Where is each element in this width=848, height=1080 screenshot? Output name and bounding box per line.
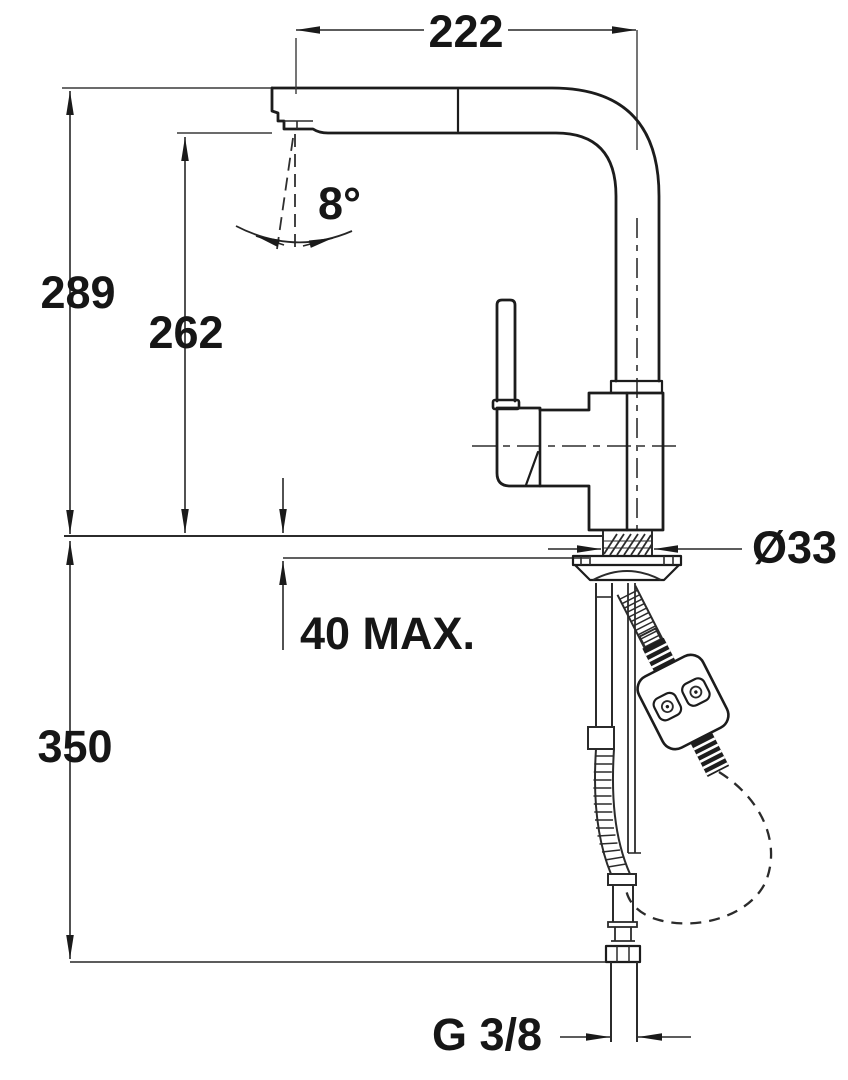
handle-lever <box>491 298 521 411</box>
dimension-supply-thread: G 3/8 <box>432 1009 691 1060</box>
dim-label-spout-reach: 222 <box>428 6 503 57</box>
dim-label-mounting-hole: Ø33 <box>752 522 837 573</box>
aerator-detail <box>284 120 313 129</box>
weight-hose-upper <box>616 585 665 652</box>
supply-pipe <box>587 583 615 750</box>
g38-connector <box>604 873 642 1042</box>
faucet-body-outline <box>495 379 665 532</box>
mounting-escutcheon <box>571 554 683 582</box>
dim-label-deck-thickness: 40 MAX. <box>300 608 475 659</box>
dim-label-hose-drop: 350 <box>37 721 112 772</box>
dimension-hose-drop: 350 <box>37 541 606 963</box>
dim-label-supply-thread: G 3/8 <box>432 1009 542 1060</box>
dim-label-overall-height: 289 <box>40 267 115 318</box>
faucet-spout-outline <box>270 86 661 383</box>
center-lines <box>472 30 682 530</box>
dimension-deck-thickness: 40 MAX. <box>279 478 475 659</box>
dimension-tilt-angle: 8° <box>235 134 361 252</box>
riser-collar <box>609 379 664 395</box>
countertop-lines <box>64 535 602 559</box>
threaded-shank <box>602 531 653 556</box>
dimension-mounting-hole: Ø33 <box>548 522 837 573</box>
dimension-spout-reach: 222 <box>295 6 636 94</box>
hose-counterweight <box>636 627 730 777</box>
dim-label-spout-outlet-height: 262 <box>148 307 223 358</box>
cartridge-diagonal <box>524 450 540 487</box>
dimension-spout-outlet-height: 262 <box>148 132 272 533</box>
pullout-hose-loop <box>624 771 773 925</box>
dimension-overall-height: 289 <box>40 87 271 534</box>
dim-label-tilt-angle: 8° <box>318 178 361 229</box>
corrugated-supply-hose <box>593 748 631 875</box>
